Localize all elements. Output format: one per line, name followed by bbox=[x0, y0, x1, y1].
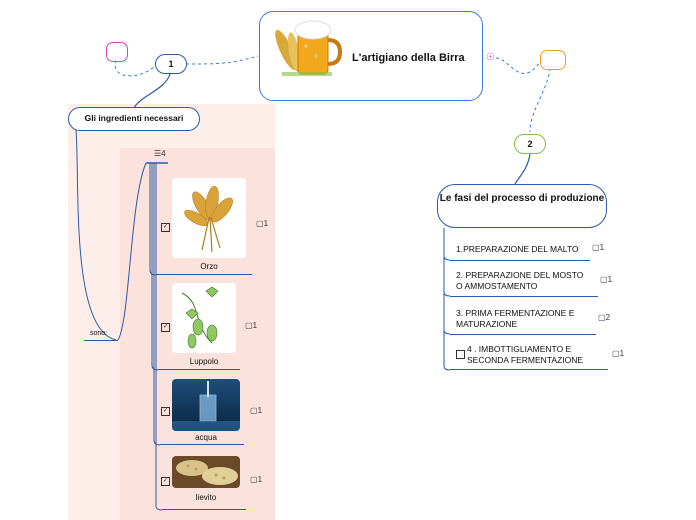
link-icon[interactable]: ☉ bbox=[486, 52, 495, 63]
item-label-acqua: acqua bbox=[195, 433, 217, 442]
item-underline bbox=[450, 334, 596, 335]
task-checkbox[interactable] bbox=[456, 350, 465, 359]
item-underline bbox=[156, 274, 252, 275]
children-count: ☰4 bbox=[154, 149, 166, 158]
relation-underline bbox=[84, 340, 118, 341]
phase-item-1[interactable]: 1.PREPARAZIONE DEL MALTO bbox=[456, 244, 579, 254]
acqua-image bbox=[172, 379, 240, 431]
badge-2[interactable]: 2 bbox=[514, 134, 546, 154]
orzo-image bbox=[172, 178, 246, 258]
item-label-orzo: Orzo bbox=[200, 262, 218, 271]
comment-count[interactable]: ▢1 bbox=[592, 243, 605, 252]
comment-count[interactable]: ▢1 bbox=[256, 219, 269, 228]
badge-1[interactable]: 1 bbox=[155, 54, 187, 74]
item-underline bbox=[158, 369, 240, 370]
list-icon: ☰ bbox=[154, 149, 162, 158]
comment-count[interactable]: ▢1 bbox=[612, 349, 625, 358]
ingredients-node[interactable]: Gli ingredienti necessari bbox=[68, 107, 200, 131]
relation-label: sono: bbox=[90, 330, 108, 337]
item-underline bbox=[450, 296, 598, 297]
phase-item-2[interactable]: 2. PREPARAZIONE DEL MOSTO O AMMOSTAMENTO bbox=[456, 270, 584, 291]
water-glass-icon bbox=[172, 379, 240, 431]
item-underline bbox=[450, 260, 590, 261]
orange-node[interactable] bbox=[540, 50, 566, 70]
task-checkbox[interactable]: ✓ bbox=[161, 477, 170, 486]
comment-count[interactable]: ▢1 bbox=[245, 321, 258, 330]
item-underline bbox=[450, 369, 608, 370]
hops-icon bbox=[172, 283, 236, 353]
comment-count[interactable]: ▢1 bbox=[600, 275, 613, 284]
lievito-image bbox=[172, 456, 240, 488]
comment-count[interactable]: ▢1 bbox=[250, 475, 263, 484]
item-underline bbox=[160, 444, 244, 445]
phases-node[interactable]: Le fasi del processo di produzione bbox=[437, 184, 607, 228]
luppolo-image bbox=[172, 283, 236, 353]
comment-count[interactable]: ▢2 bbox=[598, 313, 611, 322]
item-underline bbox=[162, 509, 246, 510]
pink-node[interactable] bbox=[106, 42, 128, 62]
root-title: L'artigiano della Birra bbox=[352, 52, 465, 64]
task-checkbox[interactable]: ✓ bbox=[161, 223, 170, 232]
barley-icon bbox=[172, 178, 246, 258]
item-label-lievito: lievito bbox=[195, 493, 217, 502]
item-label-luppolo: Luppolo bbox=[189, 357, 219, 366]
phase-item-4[interactable]: 4 . IMBOTTIGLIAMENTO E SECONDA FERMENTAZ… bbox=[467, 344, 584, 365]
comment-count[interactable]: ▢1 bbox=[250, 406, 263, 415]
task-checkbox[interactable]: ✓ bbox=[161, 407, 170, 416]
phase-item-3[interactable]: 3. PRIMA FERMENTAZIONE E MATURAZIONE bbox=[456, 308, 575, 329]
beer-mug-icon bbox=[275, 20, 343, 76]
yeast-icon bbox=[172, 456, 240, 488]
task-checkbox[interactable]: ✓ bbox=[161, 323, 170, 332]
